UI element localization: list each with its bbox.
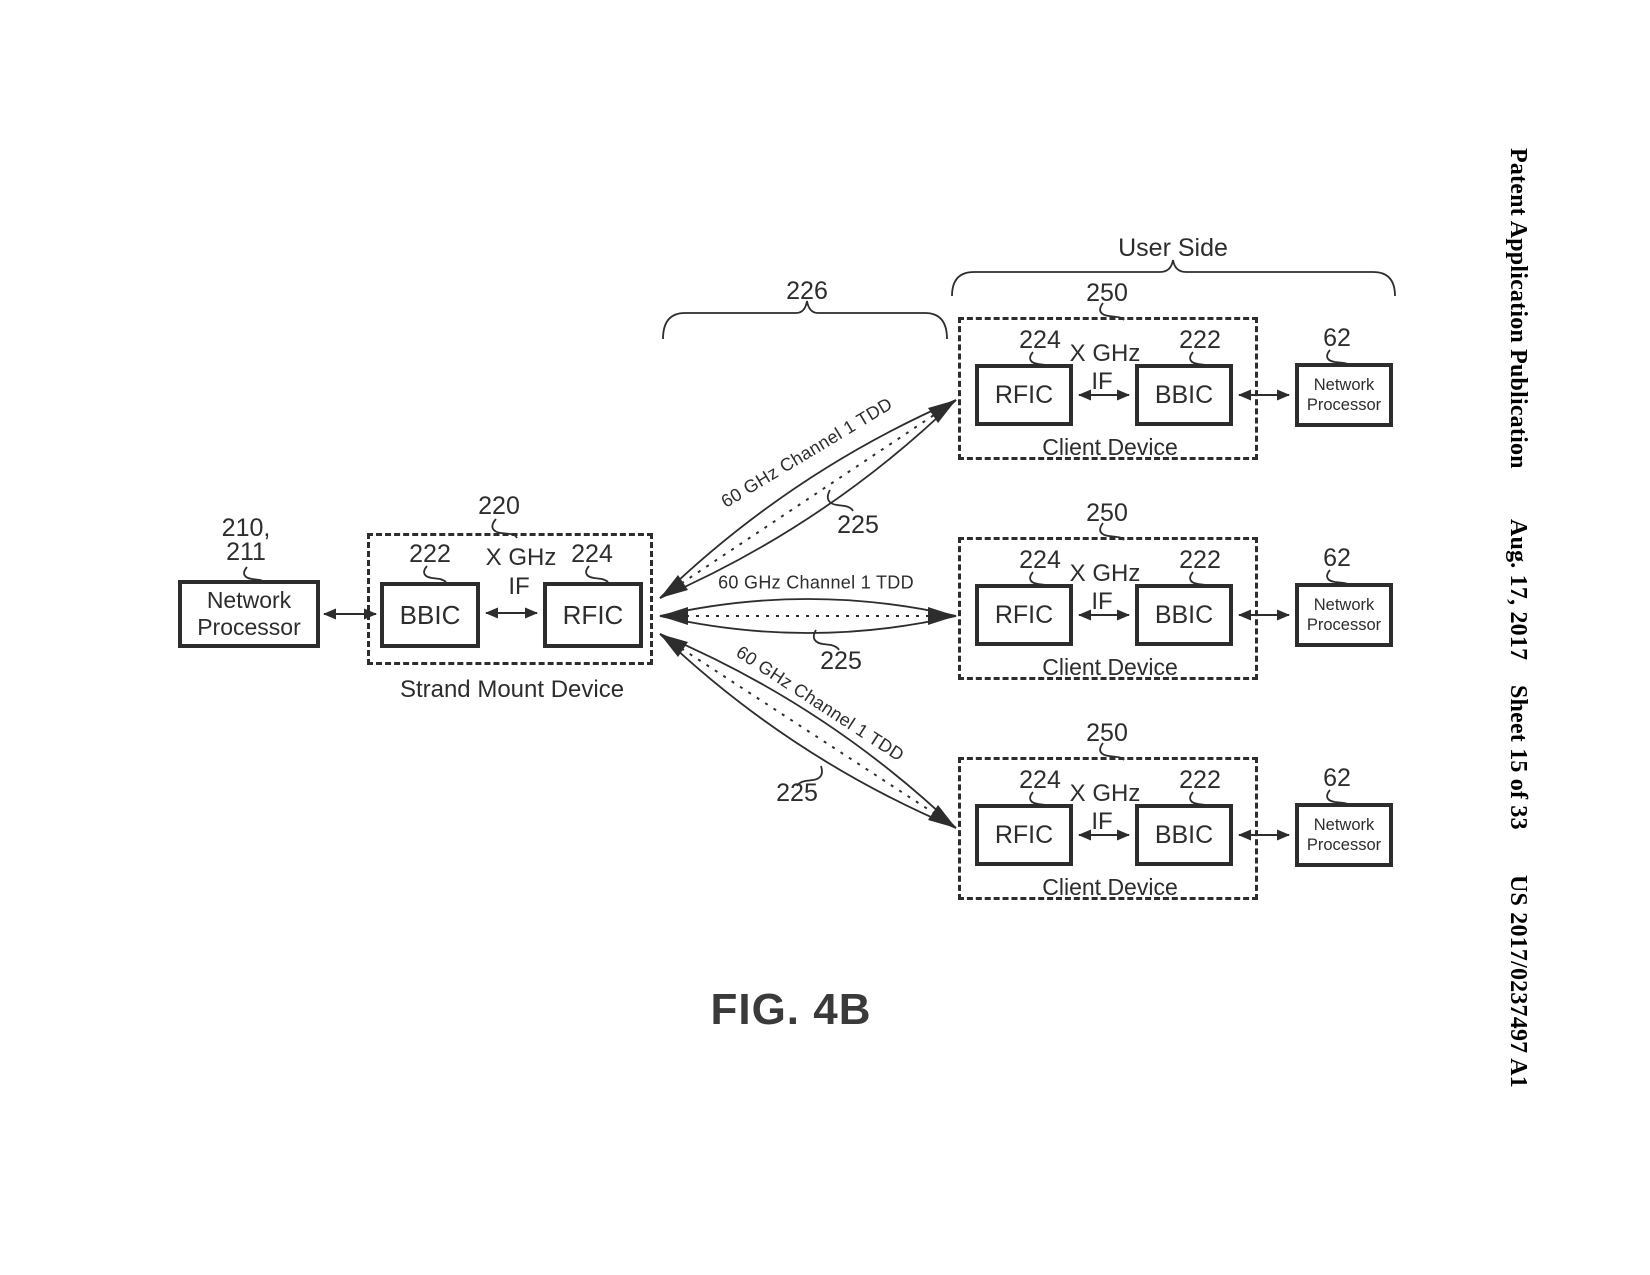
network-processor-line2: Processor bbox=[1306, 396, 1382, 414]
ref-225-2: 225 bbox=[820, 647, 862, 675]
ref-224-client3: 224 bbox=[1019, 766, 1061, 794]
ref-62-3: 62 bbox=[1323, 764, 1351, 792]
ref-222-strand: 222 bbox=[409, 540, 451, 568]
rfic-box-client1: RFIC bbox=[975, 364, 1073, 426]
patent-header-number: US 2017/0237497 A1 bbox=[1505, 874, 1531, 1088]
leader-220 bbox=[491, 518, 518, 539]
ref-222-client3: 222 bbox=[1179, 766, 1221, 794]
ref-250-3: 250 bbox=[1086, 719, 1128, 747]
client-device-box-1 bbox=[958, 317, 1258, 460]
if-label-client3: IF bbox=[1091, 808, 1113, 835]
if-label-client2: IF bbox=[1091, 588, 1113, 615]
rfic-label: RFIC bbox=[994, 600, 1054, 629]
rfic-label: RFIC bbox=[994, 820, 1054, 849]
patent-header-publication: Patent Application Publication bbox=[1505, 148, 1531, 469]
beam-1-arrowhead-right bbox=[928, 400, 956, 423]
brace-user-side bbox=[951, 259, 1396, 297]
beam-1-centerline bbox=[672, 408, 944, 590]
if-freq-label-client1: X GHz bbox=[1069, 340, 1141, 367]
network-processor-line2: Processor bbox=[1306, 836, 1382, 854]
leader-250-1 bbox=[1099, 302, 1125, 321]
network-processor-box-client2: Network Processor bbox=[1295, 583, 1393, 647]
ref-210: 210, bbox=[221, 514, 271, 542]
beam-2-arrowhead-left bbox=[660, 607, 688, 625]
if-freq-label-client3: X GHz bbox=[1069, 780, 1141, 807]
if-label-client1: IF bbox=[1091, 368, 1113, 395]
ref-224-client1: 224 bbox=[1019, 326, 1061, 354]
client-device-label-1: Client Device bbox=[1042, 434, 1178, 460]
ref-62-1: 62 bbox=[1323, 324, 1351, 352]
patent-header: Patent Application PublicationAug. 17, 2… bbox=[1504, 148, 1531, 1088]
leader-222-strand bbox=[423, 565, 447, 583]
ref-250-1: 250 bbox=[1086, 279, 1128, 307]
network-processor-line1: Network bbox=[1313, 376, 1375, 394]
ref-226: 226 bbox=[786, 277, 828, 305]
leader-225-3 bbox=[796, 765, 823, 787]
network-processor-box-client1: Network Processor bbox=[1295, 363, 1393, 427]
beam-3-arrowhead-right bbox=[928, 805, 956, 828]
network-processor-line1: Network bbox=[206, 587, 292, 613]
strand-mount-device-label: Strand Mount Device bbox=[399, 676, 625, 703]
leader-250-2 bbox=[1099, 522, 1125, 541]
beam-2-channel-label: 60 GHz Channel 1 TDD bbox=[718, 572, 914, 593]
leader-224-strand bbox=[585, 565, 609, 583]
network-processor-line1: Network bbox=[1313, 596, 1375, 614]
ref-225-3: 225 bbox=[776, 779, 818, 807]
if-label-strand: IF bbox=[508, 573, 530, 600]
bbic-box-client2: BBIC bbox=[1135, 584, 1233, 646]
beam-1-arrowhead-left bbox=[660, 575, 688, 598]
rfic-label: RFIC bbox=[994, 380, 1054, 409]
client-device-box-3 bbox=[958, 757, 1258, 900]
beam-3-arrowhead-left bbox=[660, 634, 688, 657]
network-processor-line2: Processor bbox=[1306, 616, 1382, 634]
figure-caption: FIG. 4B bbox=[710, 985, 872, 1034]
ref-210-211: 210, 211 bbox=[221, 514, 271, 566]
bbic-label: BBIC bbox=[1154, 820, 1214, 849]
user-side-label: User Side bbox=[1118, 234, 1228, 262]
bbic-box-client1: BBIC bbox=[1135, 364, 1233, 426]
rfic-box-client3: RFIC bbox=[975, 804, 1073, 866]
client-device-label-2: Client Device bbox=[1042, 654, 1178, 680]
bbic-label: BBIC bbox=[1154, 380, 1214, 409]
ref-222-client2: 222 bbox=[1179, 546, 1221, 574]
beam-3-centerline bbox=[672, 642, 944, 820]
patent-header-sheet: Sheet 15 of 33 bbox=[1505, 684, 1531, 830]
ref-222-client1: 222 bbox=[1179, 326, 1221, 354]
network-processor-line2: Processor bbox=[197, 614, 301, 640]
brace-226 bbox=[662, 300, 948, 340]
ref-225-1: 225 bbox=[837, 511, 879, 539]
bbic-label: BBIC bbox=[1154, 600, 1214, 629]
rfic-box-strand: RFIC bbox=[543, 582, 643, 648]
ref-224-strand: 224 bbox=[571, 540, 613, 568]
bbic-box-strand: BBIC bbox=[380, 582, 480, 648]
network-processor-line1: Network bbox=[1313, 816, 1375, 834]
if-freq-label-strand: X GHz bbox=[485, 544, 557, 571]
network-processor-box-left: Network Processor bbox=[178, 580, 320, 648]
client-device-box-2 bbox=[958, 537, 1258, 680]
ref-220: 220 bbox=[478, 492, 520, 520]
leader-225-1 bbox=[826, 489, 854, 512]
rfic-label: RFIC bbox=[562, 599, 624, 630]
rfic-box-client2: RFIC bbox=[975, 584, 1073, 646]
if-freq-label-client2: X GHz bbox=[1069, 560, 1141, 587]
leader-250-3 bbox=[1099, 742, 1125, 761]
client-device-label-3: Client Device bbox=[1042, 874, 1178, 900]
ref-224-client2: 224 bbox=[1019, 546, 1061, 574]
leader-225-2 bbox=[812, 629, 840, 651]
bbic-box-client3: BBIC bbox=[1135, 804, 1233, 866]
bbic-label: BBIC bbox=[399, 599, 461, 630]
network-processor-box-client3: Network Processor bbox=[1295, 803, 1393, 867]
ref-62-2: 62 bbox=[1323, 544, 1351, 572]
beam-2-arrowhead-right bbox=[928, 607, 956, 625]
ref-250-2: 250 bbox=[1086, 499, 1128, 527]
patent-header-date: Aug. 17, 2017 bbox=[1505, 518, 1531, 660]
ref-211: 211 bbox=[226, 538, 266, 566]
